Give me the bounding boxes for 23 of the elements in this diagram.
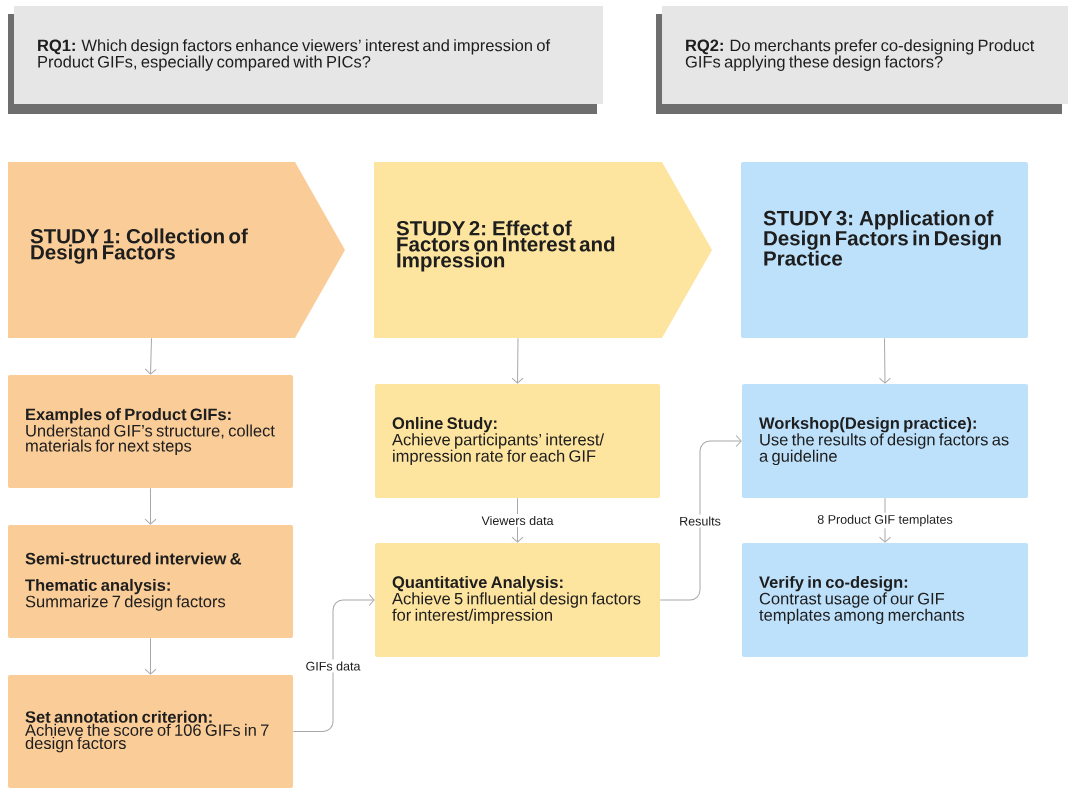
study-box: STUDY 3: Application of Design Factors in Design Practice [741,162,1028,338]
arrow [144,337,157,375]
arrow [292,594,375,732]
arrow [144,637,157,675]
edge-label: GIFs data [303,659,363,673]
step-box: Online Study: Achieve participants’ interest/ impression rate for each GIF [375,384,660,498]
arrow [659,435,742,601]
edge-label: Viewers data [479,513,556,528]
chevron-box: STUDY 2: Effect of Factors on Interest and Impression [374,162,712,338]
step-box: Semi-structured interview & Thematic analysis: Summarize 7 design factors [8,525,293,638]
arrow [144,487,157,525]
arrow [878,337,891,384]
step-box: Workshop(Design practice): Use the results of design factors as a guideline [742,384,1028,498]
edge-label: Results [677,514,723,528]
edge-label: 8 Product GIF templates [815,512,955,529]
question-box: RQ2: Do merchants prefer co-designing Product GIFs applying these design factors? [656,6,1068,114]
question-box: RQ1: Which design factors enhance viewers’ interest and impression of Product GIFs, especially compared with PICs? [8,6,603,114]
step-box: Quantitative Analysis: Achieve 5 influential design factors for interest/impression [375,543,660,657]
step-box: Set annotation criterion: Achieve the score of 106 GIFs in 7 design factors [8,675,293,788]
step-box: Examples of Product GIFs: Understand GIF’s structure, collect materials for next steps [8,375,293,488]
arrow [511,337,524,384]
step-box: Verify in co-design: Contrast usage of our GIF templates among merchants [742,543,1028,657]
chevron-box: STUDY 1: Collection of Design Factors [8,162,345,338]
